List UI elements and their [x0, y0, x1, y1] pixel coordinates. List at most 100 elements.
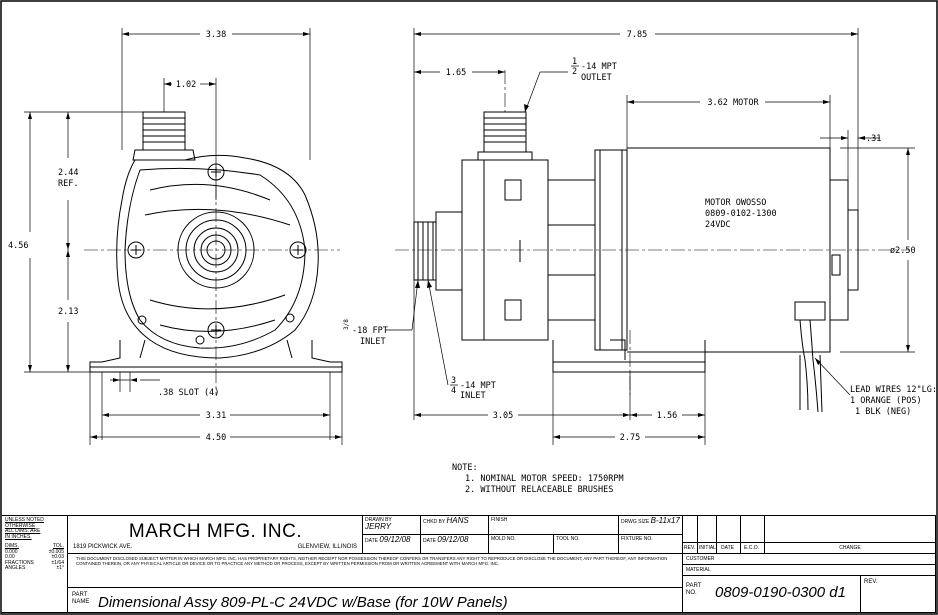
rev-label: REV. — [864, 579, 878, 585]
date-label: DATE — [423, 538, 436, 544]
tool-cell: TOOL NO. — [554, 535, 619, 554]
motor-label-2: 0809-0102-1300 — [705, 209, 777, 219]
company-block: MARCH MFG. INC. 1819 PICKWICK AVE. GLENV… — [68, 516, 363, 554]
change-blank-cell — [765, 516, 936, 543]
dim-ref: REF. — [58, 179, 78, 189]
fixture-label: FIXTURE NO. — [621, 536, 653, 542]
dim-213: 2.13 — [58, 307, 78, 317]
tol-value: ±1° — [56, 565, 64, 571]
dim-785: 7.85 — [627, 30, 647, 40]
dim-331: 3.31 — [206, 411, 226, 421]
dim-275: 2.75 — [620, 433, 640, 443]
company-address: 1819 PICKWICK AVE. — [73, 544, 133, 550]
finish-cell: FINISH — [489, 516, 619, 535]
part-name-cell: PART NAME Dimensional Assy 809-PL-C 24VD… — [68, 588, 683, 613]
mold-cell: MOLD NO. — [489, 535, 554, 554]
date-label: DATE — [365, 538, 378, 544]
tol-dims: 0.00 — [5, 554, 15, 560]
lead-wires-2: 1 ORANGE (POS) — [850, 396, 922, 406]
left-view-centerlines — [84, 185, 340, 395]
part-name-label-1: PART — [72, 592, 88, 598]
rev-header: REV. — [683, 543, 698, 554]
outlet-fraction-den: 2 — [572, 67, 577, 77]
part-number-cell: PART NO. 0809-0190-0300 d1 — [683, 576, 861, 613]
title-block-frame — [2, 515, 936, 614]
date-value-1: 09/12/08 — [379, 535, 411, 544]
dim-362-motor: 3.62 MOTOR — [707, 98, 759, 108]
mold-label: MOLD NO. — [491, 536, 516, 542]
left-view-arrowheads — [28, 32, 342, 439]
part-number-value: 0809-0190-0300 d1 — [715, 584, 846, 601]
eco-header: E.C.O. — [741, 543, 765, 554]
dim-31: .31 — [866, 134, 881, 144]
change-header: CHANGE — [765, 543, 936, 554]
part-name-value: Dimensional Assy 809-PL-C 24VDC w/Base (… — [98, 594, 508, 611]
tol-dims: FRACTIONS — [5, 559, 34, 566]
right-view-centerlines — [395, 70, 910, 395]
initials-header: INITIALS — [698, 543, 717, 554]
tolerance-block: UNLESS NOTED OTHERWISE ALL DIMS. ARE IN … — [2, 516, 68, 613]
motor-label-3: 24VDC — [705, 220, 731, 230]
material-label: MATERIAL — [686, 567, 711, 573]
rev-blank-cell — [683, 516, 698, 543]
inlet-label: INLET — [460, 391, 486, 401]
in-inches: IN INCHES. — [5, 533, 32, 540]
left-view-dimension-lines — [24, 28, 343, 445]
notes: NOTE: 1. NOMINAL MOTOR SPEED: 1750RPM 2.… — [452, 463, 624, 495]
tol-header-label: TOL. — [52, 543, 64, 549]
tol-value: ±0.005 — [48, 548, 64, 555]
outlet-thread: -14 MPT — [581, 62, 617, 72]
dim-diameter: ø2.50 — [890, 246, 916, 256]
rev-cell: REV. — [861, 576, 936, 613]
tol-dims: ANGLES — [5, 565, 26, 571]
tol-value: ±1/64 — [51, 559, 64, 566]
tol-dims: 0.000 — [5, 548, 18, 555]
left-view-dimension-text: 3.38 1.02 2.44 REF. 4.56 2.13 .38 SLOT (… — [8, 30, 226, 443]
fpt-fraction: 3/8 — [343, 319, 350, 330]
tol-value: ±0.03 — [51, 554, 64, 560]
fpt-inlet: INLET — [360, 337, 386, 347]
chkd-by-label: CHKD BY — [423, 519, 446, 525]
tol-row: 0.000 ±0.005 — [5, 548, 64, 556]
dim-338: 3.38 — [206, 30, 226, 40]
tol-row: ANGLES ±1° — [5, 565, 64, 572]
tol-header: DIMS. TOL. — [5, 543, 64, 550]
fpt-thread: -18 FPT — [352, 326, 388, 336]
inlet-fraction-num: 3 — [451, 376, 456, 386]
drawn-by-cell: DRAWN BY JERRY — [363, 516, 421, 535]
date-blank-cell — [717, 516, 741, 543]
unless-noted: UNLESS NOTED — [5, 517, 44, 523]
notes-line-2: 2. WITHOUT RELACEABLE BRUSHES — [465, 485, 613, 495]
drwg-size-cell: DRWG SIZE B-11x17 — [619, 516, 683, 535]
drawn-by-label: DRAWN BY — [365, 517, 392, 523]
dim-305: 3.05 — [493, 411, 513, 421]
material-cell: MATERIAL — [683, 565, 936, 576]
drawn-by-value: JERRY — [365, 521, 391, 531]
chkd-by-cell: CHKD BY HANS — [421, 516, 489, 535]
right-view-arrowheads — [414, 32, 910, 439]
initials-blank-cell — [698, 516, 717, 543]
dims-header: DIMS. — [5, 543, 19, 549]
dim-102: 1.02 — [176, 80, 196, 90]
motor-label-1: MOTOR OWOSSO — [705, 198, 766, 208]
dim-450: 4.50 — [206, 433, 226, 443]
part-name-label-2: NAME — [72, 599, 90, 605]
company-city: GLENVIEW, ILLINOIS — [297, 544, 357, 550]
tol-row: 0.00 ±0.03 — [5, 554, 64, 561]
tool-label: TOOL NO. — [556, 536, 580, 542]
part-no-label-1: PART — [686, 583, 702, 589]
date-cell-2: DATE 09/12/08 — [421, 535, 489, 554]
outlet-fraction-num: 1 — [572, 57, 577, 67]
disclaimer: THIS DOCUMENT DISCLOSED SUBJECT MATTER I… — [68, 554, 683, 588]
fixture-cell: FIXTURE NO. — [619, 535, 683, 554]
drwg-size-label: DRWG SIZE — [621, 519, 650, 525]
company-name: MARCH MFG. INC. — [128, 521, 303, 542]
notes-title: NOTE: — [452, 463, 478, 473]
otherwise: OTHERWISE — [5, 522, 36, 529]
tol-row: FRACTIONS ±1/64 — [5, 559, 64, 567]
right-view-pump — [413, 111, 859, 413]
slot-label: .38 SLOT (4) — [158, 388, 219, 398]
drwg-size-value: B-11x17 — [650, 516, 680, 525]
